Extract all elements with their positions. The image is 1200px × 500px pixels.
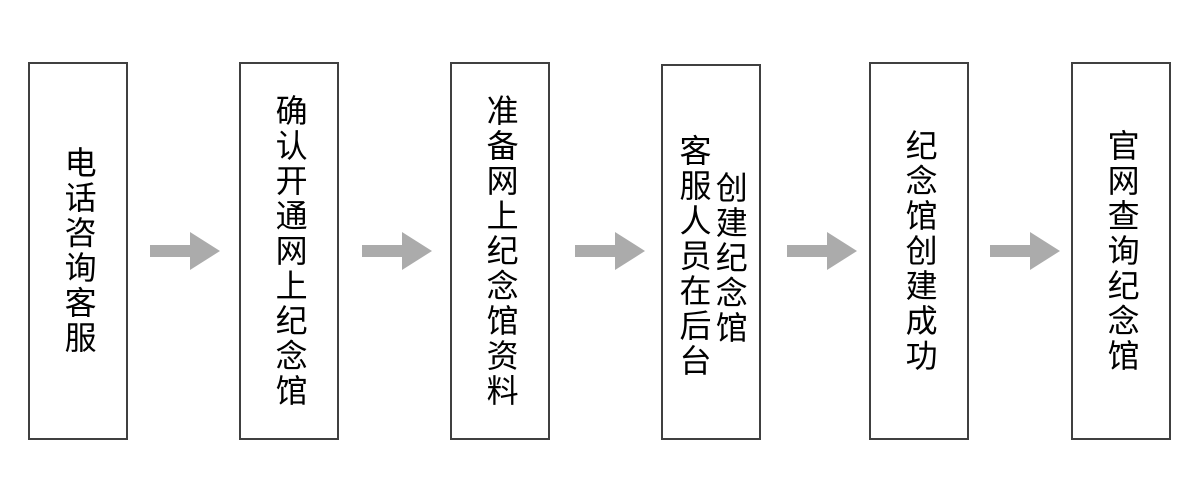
process-step-2[interactable]: 确认开通网上纪念馆 — [239, 62, 339, 440]
process-step-4-label-column-1: 客服人员在后台 — [674, 134, 713, 379]
process-step-4[interactable]: 客服人员在后台 创建纪念馆 — [661, 64, 761, 440]
process-step-4-label-column-2: 创建纪念馆 — [710, 171, 749, 346]
flow-arrow-2 — [362, 232, 432, 270]
process-step-5[interactable]: 纪念馆创建成功 — [869, 62, 969, 440]
process-step-1[interactable]: 电话咨询客服 — [28, 62, 128, 440]
process-step-6[interactable]: 官网查询纪念馆 — [1071, 62, 1171, 440]
process-step-3-label: 准备网上纪念馆资料 — [481, 93, 520, 409]
flow-arrow-1 — [150, 232, 220, 270]
process-step-5-label: 纪念馆创建成功 — [900, 128, 939, 374]
process-step-3[interactable]: 准备网上纪念馆资料 — [450, 62, 550, 440]
flow-arrow-4 — [787, 232, 857, 270]
process-step-2-label: 确认开通网上纪念馆 — [270, 93, 309, 409]
process-step-1-label: 电话咨询客服 — [59, 146, 98, 356]
process-step-6-label: 官网查询纪念馆 — [1102, 128, 1141, 374]
flow-arrow-5 — [990, 232, 1060, 270]
flow-arrow-3 — [575, 232, 645, 270]
diagram-title: 网上纪念馆开通流程图 — [0, 21, 1, 22]
